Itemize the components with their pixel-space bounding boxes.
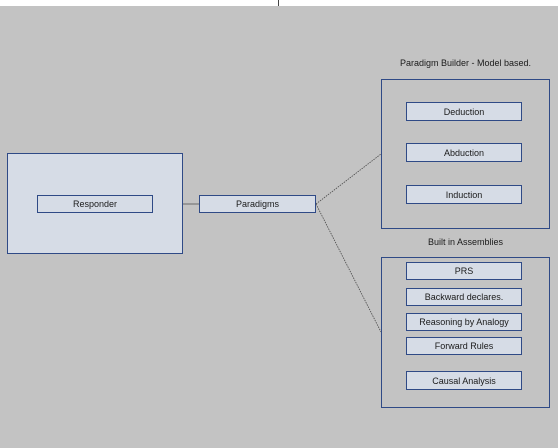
backward-declares-node: Backward declares.	[406, 288, 522, 306]
paradigms-to-builder-connector	[315, 153, 382, 205]
paradigm-builder-title: Paradigm Builder - Model based.	[399, 58, 532, 68]
paradigms-to-assemblies-connector	[315, 203, 382, 333]
causal-analysis-node: Causal Analysis	[406, 371, 522, 390]
top-strip	[0, 0, 558, 6]
forward-rules-node: Forward Rules	[406, 337, 522, 355]
reasoning-by-analogy-node: Reasoning by Analogy	[406, 313, 522, 331]
deduction-node: Deduction	[406, 102, 522, 121]
induction-node: Induction	[406, 185, 522, 204]
responder-node: Responder	[37, 195, 153, 213]
paradigms-node: Paradigms	[199, 195, 316, 213]
top-tick-mark	[278, 0, 279, 6]
prs-node: PRS	[406, 262, 522, 280]
abduction-node: Abduction	[406, 143, 522, 162]
built-in-assemblies-title: Built in Assemblies	[427, 237, 504, 247]
